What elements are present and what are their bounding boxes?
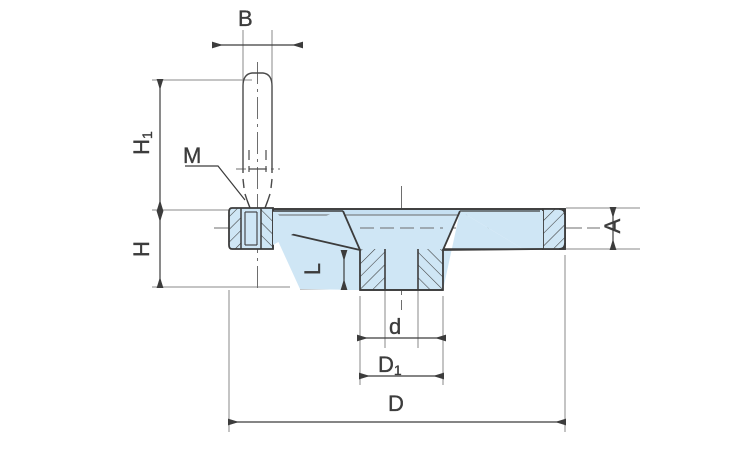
handle-grip-outline	[242, 72, 273, 209]
dimension-label-d: d	[389, 314, 402, 339]
dimension-label-H: H	[129, 241, 154, 257]
dimension-label-D1: D1	[378, 352, 402, 378]
rim-section-right	[542, 208, 566, 250]
h1-letter: H	[129, 138, 154, 155]
dimension-label-M: M	[183, 143, 202, 168]
d1-letter: D	[378, 352, 394, 377]
m-leader-line	[185, 165, 246, 201]
h1-subscript: 1	[139, 131, 155, 139]
center-hub-section	[359, 249, 444, 291]
dimension-label-D: D	[388, 391, 404, 416]
dimension-label-L: L	[300, 262, 325, 276]
dimension-lines	[156, 41, 617, 426]
dimension-label-B: B	[238, 6, 253, 31]
d1-subscript: 1	[393, 362, 402, 378]
handle-boss-section	[228, 207, 343, 250]
dimension-label-H1: H1	[129, 123, 155, 163]
dimension-label-A: A	[600, 218, 625, 234]
